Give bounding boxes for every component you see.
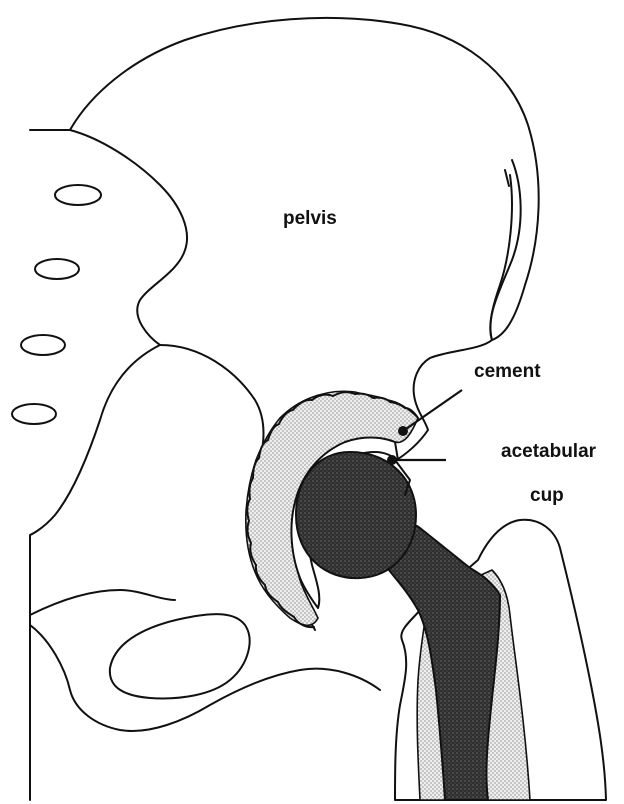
sacrum-outline	[30, 130, 187, 800]
sacral-foramen	[21, 335, 65, 355]
sacral-foramen	[12, 404, 56, 424]
acetabular-cup-leader-dot	[387, 455, 397, 465]
cup-label: cup	[530, 485, 564, 506]
acetabular-label: acetabular	[501, 441, 597, 462]
pelvis-outline	[70, 18, 539, 463]
cement-leader-dot	[398, 426, 408, 436]
cement-label: cement	[474, 361, 541, 382]
pelvis-inner-curve	[490, 175, 512, 340]
femoral-head	[296, 452, 416, 578]
obturator-foramen	[110, 614, 250, 698]
pelvis-label: pelvis	[283, 208, 337, 229]
sacral-foramen	[55, 185, 101, 205]
pelvis-small-tick	[505, 170, 509, 186]
sacral-foramen	[35, 259, 79, 279]
